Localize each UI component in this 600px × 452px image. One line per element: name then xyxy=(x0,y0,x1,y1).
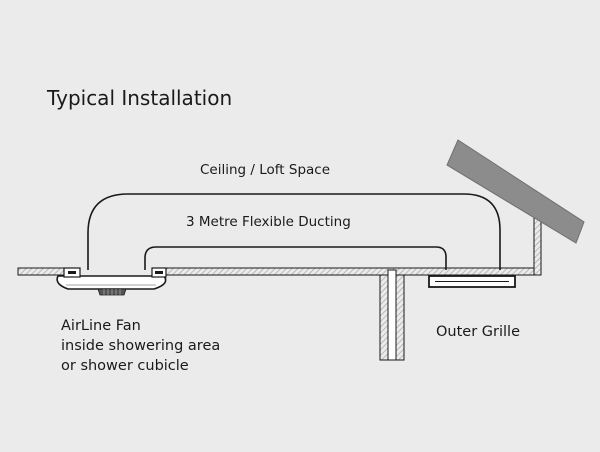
airline-fan xyxy=(56,267,167,296)
fan-label: AirLine Fan inside showering area or sho… xyxy=(61,316,220,376)
outer-grille xyxy=(428,275,516,288)
fan-label-line2: inside showering area xyxy=(61,338,221,354)
ceiling-label: Ceiling / Loft Space xyxy=(200,162,331,178)
roof xyxy=(446,139,585,244)
diagram-title: Typical Installation xyxy=(47,86,233,110)
grille-label: Outer Grille xyxy=(436,324,520,340)
ducting-label: 3 Metre Flexible Ducting xyxy=(186,214,351,230)
fan-label-line3: or shower cubicle xyxy=(61,358,189,374)
interior-wall xyxy=(379,269,405,361)
flexible-ducting xyxy=(87,193,501,270)
fan-label-line1: AirLine Fan xyxy=(61,318,141,334)
